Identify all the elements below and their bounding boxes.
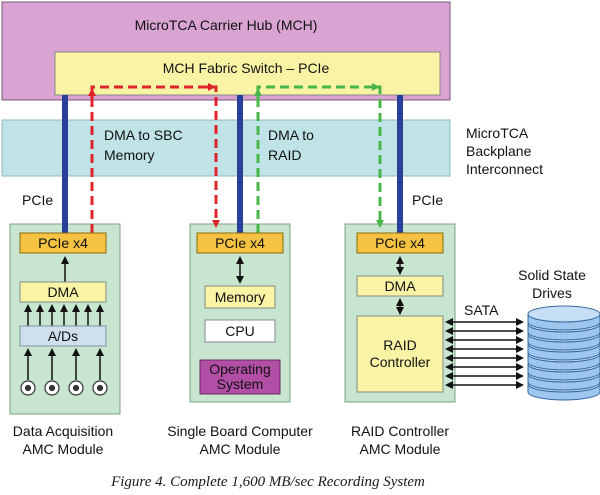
- dma-to-sbc-path: [90, 85, 220, 233]
- daq-dma-box: [19, 281, 107, 303]
- sbc-os-box: [199, 359, 281, 395]
- pcie-link-raid: [397, 95, 403, 233]
- raid-controller-box: [356, 315, 444, 393]
- raid-pcie-label: PCIe x4: [375, 235, 425, 251]
- raid-caption-2: AMC Module: [360, 441, 441, 457]
- pcie-label-left: PCIe: [22, 192, 53, 208]
- backplane-label-3: Interconnect: [466, 161, 543, 177]
- dma-raid-label-1: DMA to: [268, 127, 314, 143]
- backplane-label-2: Backplane: [466, 143, 532, 159]
- sbc-caption-1: Single Board Computer: [167, 423, 313, 439]
- fabric-switch-label: MCH Fabric Switch – PCIe: [163, 60, 330, 76]
- raid-dma-box: [356, 275, 444, 297]
- sbc-cpu-box: [204, 319, 276, 343]
- solid-state-drives-stack: [527, 305, 600, 401]
- daq-pcie-label: PCIe x4: [38, 235, 88, 251]
- daq-adc-box: [19, 325, 107, 347]
- dma-to-raid-path: [256, 85, 384, 233]
- daq-pcie-box: [19, 232, 107, 254]
- sbc-memory-label: Memory: [215, 289, 266, 305]
- sbc-caption-2: AMC Module: [200, 441, 281, 457]
- drives-label-2: Drives: [532, 285, 572, 301]
- daq-caption-2: AMC Module: [23, 441, 104, 457]
- raid-controller-label-2: Controller: [370, 354, 431, 370]
- sbc-pcie-box: [196, 232, 284, 254]
- daq-adc-label: A/Ds: [48, 328, 78, 344]
- dma-sbc-label-1: DMA to SBC: [104, 127, 183, 143]
- sata-links: [445, 318, 524, 389]
- dma-raid-label-2: RAID: [268, 147, 301, 163]
- pcie-link-daq: [62, 95, 68, 233]
- raid-controller-label-1: RAID: [383, 337, 416, 353]
- raid-pcie-box: [356, 232, 444, 254]
- raid-dma-label: DMA: [384, 278, 416, 294]
- pcie-link-sbc: [237, 95, 243, 233]
- sata-label: SATA: [464, 302, 499, 318]
- pcie-label-right: PCIe: [412, 192, 443, 208]
- sbc-os-label-2: System: [217, 376, 264, 392]
- figure-caption: Figure 4. Complete 1,600 MB/sec Recordin…: [110, 474, 425, 490]
- daq-input-arrows: [24, 348, 104, 380]
- mch-title: MicroTCA Carrier Hub (MCH): [135, 17, 318, 33]
- sbc-pcie-label: PCIe x4: [215, 235, 265, 251]
- drives-label-1: Solid State: [518, 267, 586, 283]
- sbc-os-label-1: Operating: [209, 361, 270, 377]
- sbc-cpu-label: CPU: [225, 323, 255, 339]
- raid-caption-1: RAID Controller: [351, 423, 449, 439]
- daq-dma-label: DMA: [47, 284, 79, 300]
- analog-input-connectors: [20, 380, 108, 396]
- daq-adc-to-dma-arrows: [24, 304, 104, 326]
- backplane-band: [1, 119, 451, 177]
- dma-sbc-label-2: Memory: [104, 147, 155, 163]
- daq-caption-1: Data Acquisition: [13, 423, 113, 439]
- sbc-memory-box: [204, 285, 276, 309]
- backplane-label-1: MicroTCA: [466, 125, 529, 141]
